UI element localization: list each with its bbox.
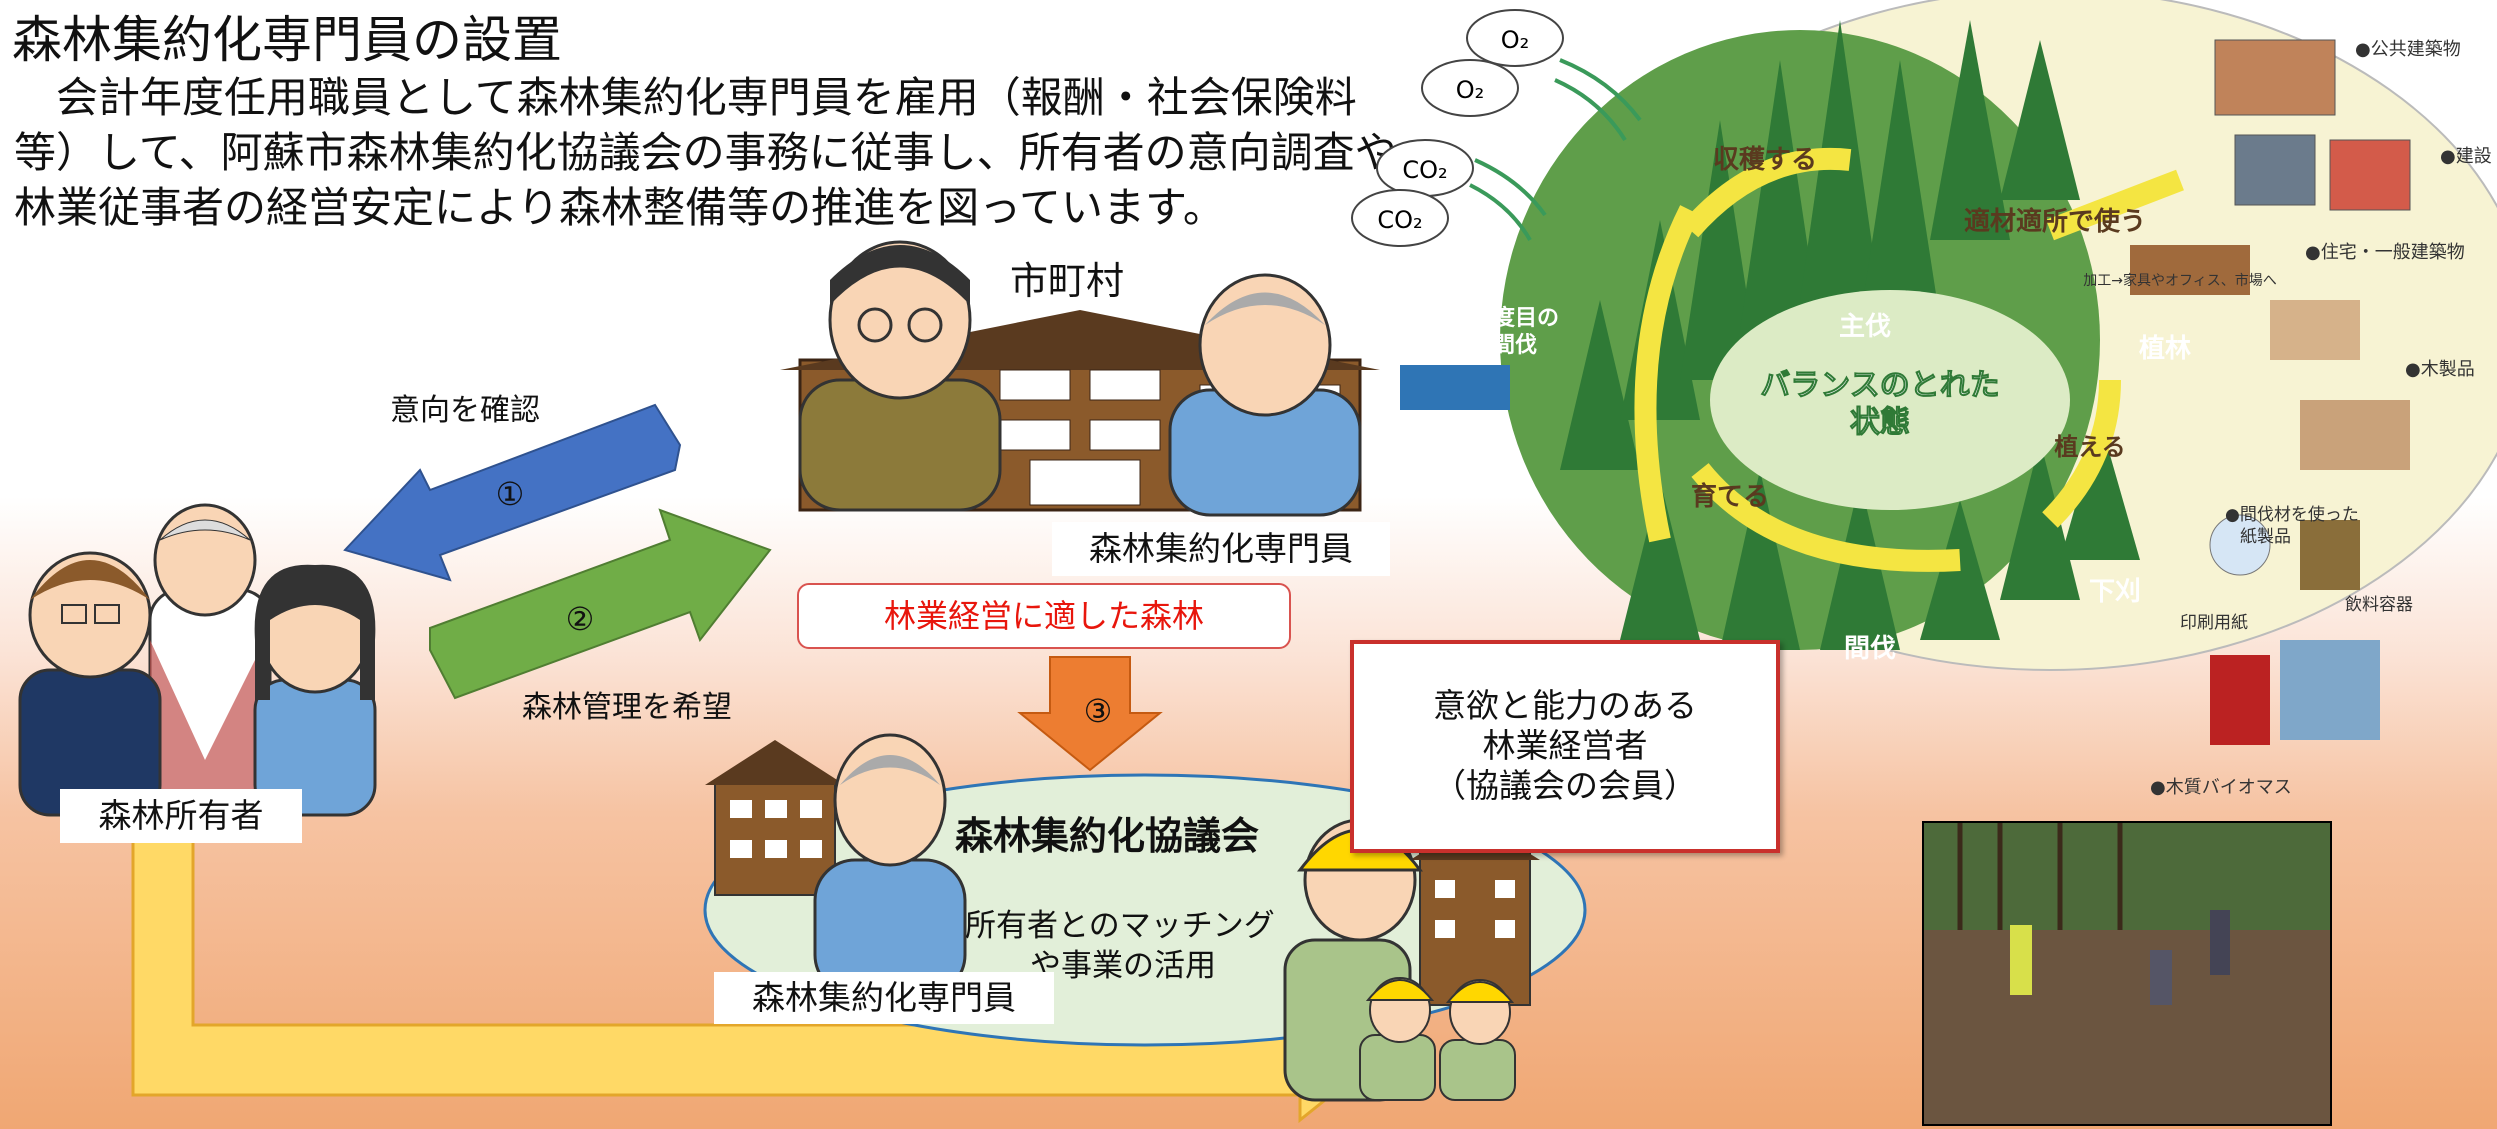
- second-thinning-label: 二度目の: [1471, 305, 1559, 331]
- use-public: ●公共建築物: [2355, 39, 2461, 60]
- balanced-label: バランスのとれた: [1760, 368, 1999, 403]
- description-text: 会計年度任用職員として森林集約化専門員を雇用（報酬・社会保険料等）して、阿蘇市森…: [14, 73, 1397, 232]
- specialist-person-bottom: [813, 733, 967, 997]
- use-housing: ●住宅・一般建築物: [2305, 242, 2465, 263]
- arrow-2-label: 森林管理を希望: [522, 690, 732, 725]
- arrow-1-shape: [343, 403, 682, 582]
- use-paper: ●間伐材を使った: [2225, 504, 2359, 525]
- council-desc-2: や事業の活用: [1030, 948, 1216, 984]
- arrow-2-number: ②: [566, 600, 595, 638]
- forest-cycle-illustration: [1351, 0, 2497, 745]
- manager-line-1: 意欲と能力のある: [1433, 686, 1697, 725]
- right-place-label: 適材適所で使う: [1964, 206, 2146, 237]
- o2-label-1: O₂: [1501, 26, 1530, 54]
- forest-photo: [1922, 821, 2332, 1126]
- use-construction: ●建設: [2440, 146, 2492, 167]
- o2-label-2: O₂: [1456, 76, 1485, 104]
- forest-owner-label: 森林所有者: [60, 789, 302, 843]
- specialist-label-bottom: 森林集約化専門員: [714, 972, 1054, 1024]
- municipality-label: 市町村: [1010, 259, 1125, 303]
- arrow-2-shape: [429, 508, 772, 700]
- suitable-forest-box: 林業経営に適した森林: [797, 583, 1291, 649]
- manager-line-3: （協議会の会員）: [1433, 766, 1697, 805]
- main-cut-label: 主伐: [1839, 312, 1891, 342]
- official-person: [798, 240, 1002, 512]
- council-title: 森林集約化協議会: [955, 814, 1260, 858]
- svg-text:状態: 状態: [1850, 405, 1910, 440]
- forestry-manager-box: 意欲と能力のある 林業経営者 （協議会の会員）: [1350, 640, 1780, 853]
- use-printing-paper: 印刷用紙: [2180, 613, 2248, 633]
- co2-label-2: CO₂: [1377, 206, 1422, 234]
- under-label: 下刈: [2089, 577, 2141, 607]
- arrow-3-number: ③: [1084, 692, 1113, 730]
- arrow-1-label: 意向を確認: [390, 393, 540, 428]
- council-building-left: [705, 740, 845, 896]
- arrow-3-shape: [1017, 656, 1163, 772]
- use-beverage: 飲料容器: [2345, 595, 2413, 615]
- thin-label: 間伐: [1844, 634, 1896, 664]
- specialist-label-top: 森林集約化専門員: [1052, 522, 1390, 576]
- manager-line-2: 林業経営者: [1482, 726, 1648, 765]
- page-title: 森林集約化専門員の設置: [12, 11, 562, 69]
- svg-text:紙製品: 紙製品: [2240, 527, 2291, 547]
- co2-label-1: CO₂: [1402, 156, 1447, 184]
- specialist-person-top: [1168, 273, 1362, 517]
- grow-label: 育てる: [1691, 481, 1769, 512]
- harvest-label: 収穫する: [1713, 145, 1817, 175]
- forestry-workers: [1283, 818, 1516, 1102]
- forest-owners-group: [18, 503, 377, 817]
- plant-label: 植林: [2139, 334, 2191, 364]
- arrow-1-number: ①: [496, 475, 525, 513]
- replant-label: 植える: [2054, 433, 2125, 461]
- product-icons: [2209, 39, 2411, 745]
- use-wood-products: ●木製品: [2405, 359, 2475, 380]
- process-label: 加工→家具やオフィス、市場へ: [2083, 272, 2276, 289]
- use-biomass: ●木質バイオマス: [2150, 777, 2292, 798]
- council-desc-1: 所有者とのマッチング: [965, 908, 1275, 944]
- svg-text:間伐: 間伐: [1493, 333, 1537, 358]
